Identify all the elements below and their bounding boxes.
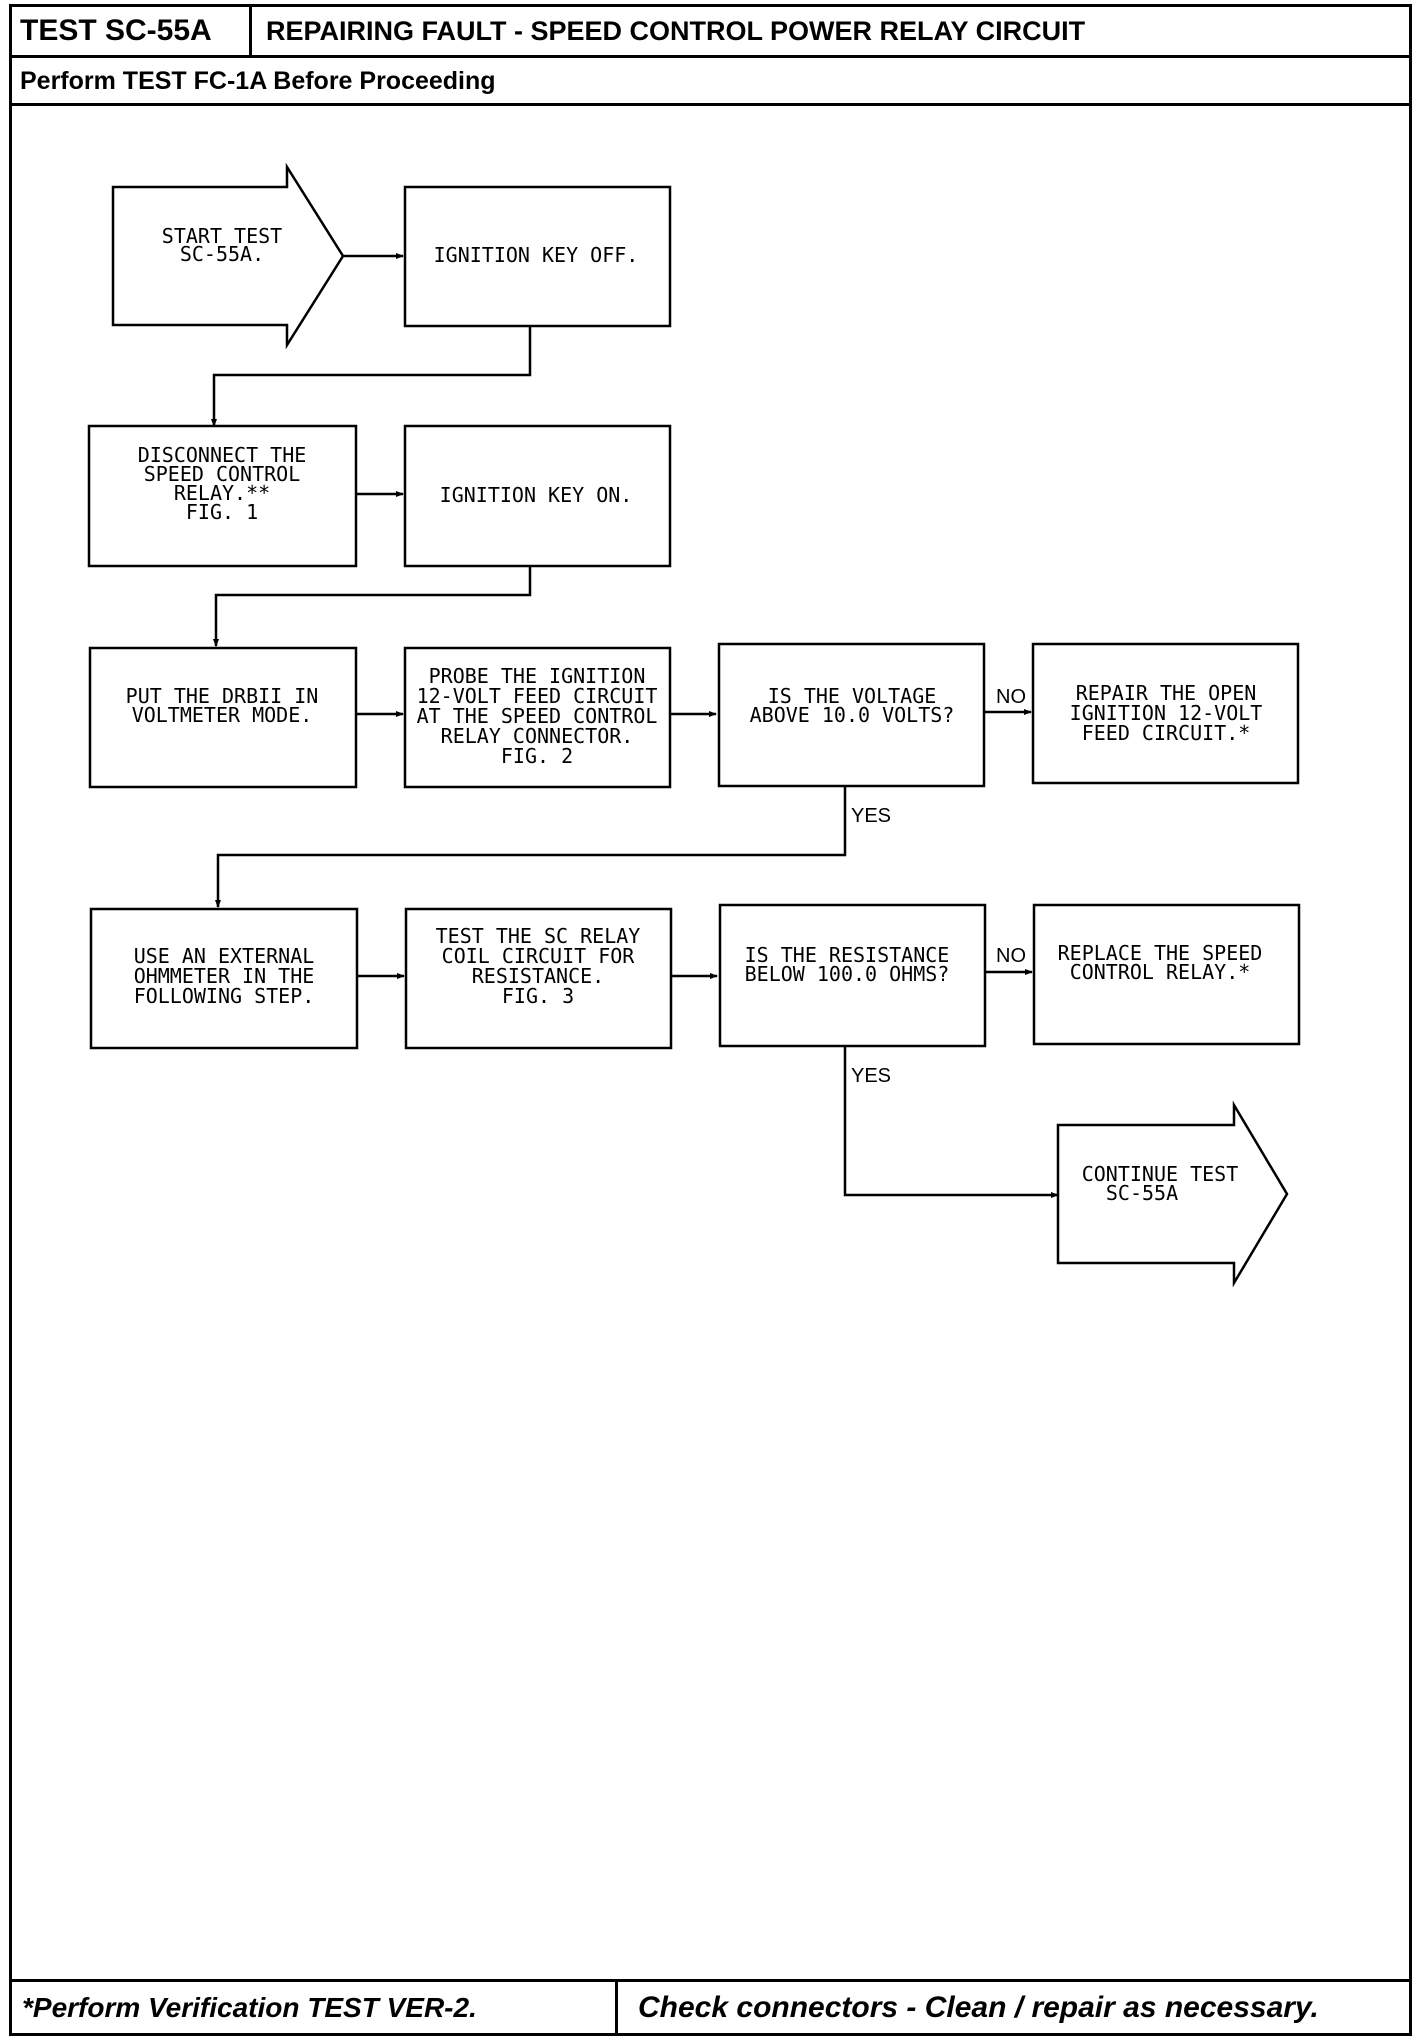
flowchart-text-line: START TEST bbox=[162, 224, 282, 248]
flowchart-text-line: BELOW 100.0 OHMS? bbox=[745, 962, 950, 986]
flowchart-text-line: SC-55A bbox=[1106, 1181, 1178, 1205]
flowchart-text-line: RESISTANCE. bbox=[472, 964, 604, 988]
flowchart-text-line: TEST THE SC RELAY bbox=[436, 924, 641, 948]
yes-label-voltage: YES bbox=[851, 805, 891, 827]
test-coil-box bbox=[404, 907, 673, 1050]
repair-feed-box bbox=[1031, 642, 1300, 785]
ign-on-text: IGNITION KEY ON. bbox=[440, 483, 633, 507]
flowchart-text-line: PROBE THE IGNITION bbox=[429, 664, 646, 688]
footer-verification-note: *Perform Verification TEST VER-2. bbox=[12, 1982, 618, 2033]
footer-connectors-note: Check connectors - Clean / repair as nec… bbox=[638, 1991, 1319, 2024]
voltage-question-box bbox=[717, 642, 986, 788]
test-page: TEST SC-55A REPAIRING FAULT - SPEED CONT… bbox=[9, 4, 1412, 2036]
flowchart-text-line: USE AN EXTERNAL bbox=[134, 944, 315, 968]
footer-bar: *Perform Verification TEST VER-2. Check … bbox=[12, 1979, 1409, 2033]
continue-test-arrow bbox=[1056, 1100, 1289, 1288]
test-id: TEST SC-55A bbox=[12, 7, 252, 55]
flowchart-text-line: SPEED CONTROL bbox=[144, 462, 301, 486]
flowchart-text-line: REPLACE THE SPEED bbox=[1058, 941, 1263, 965]
resistance-question-box bbox=[718, 903, 987, 1048]
flowchart-text-line: FIG. 2 bbox=[501, 744, 573, 768]
flowchart-text-line: DISCONNECT THE bbox=[138, 443, 307, 467]
flowchart-text-line: FOLLOWING STEP. bbox=[134, 984, 315, 1008]
probe-feed-box bbox=[403, 646, 672, 789]
flowchart-text-line: RELAY CONNECTOR. bbox=[441, 724, 634, 748]
flowchart-text-line: ABOVE 10.0 VOLTS? bbox=[750, 703, 955, 727]
page-title: REPAIRING FAULT - SPEED CONTROL POWER RE… bbox=[266, 16, 1086, 46]
flowchart-text-line: CONTINUE TEST bbox=[1082, 1162, 1239, 1186]
replace-relay-box bbox=[1032, 903, 1301, 1046]
no-label-resistance: NO bbox=[996, 945, 1026, 967]
flowchart-text-line: IGNITION 12-VOLT bbox=[1070, 701, 1263, 725]
header-bar: TEST SC-55A REPAIRING FAULT - SPEED CONT… bbox=[12, 7, 1409, 58]
flowchart-text-line: OHMMETER IN THE bbox=[134, 964, 315, 988]
connector-q-resistance-yes bbox=[843, 1046, 1059, 1198]
connector-ign-off-to-disconnect bbox=[211, 326, 532, 427]
yes-label-resistance: YES bbox=[851, 1065, 891, 1087]
flowchart-text-line: IS THE VOLTAGE bbox=[768, 684, 937, 708]
prerequisite-note: Perform TEST FC-1A Before Proceeding bbox=[12, 58, 1409, 106]
connector-ign-on-to-drbii bbox=[213, 566, 532, 647]
flowchart-text-line: VOLTMETER MODE. bbox=[132, 703, 313, 727]
ign-on-box bbox=[403, 424, 672, 568]
ign-off-text: IGNITION KEY OFF. bbox=[434, 243, 639, 267]
flowchart-text-line: RELAY.** bbox=[174, 481, 270, 505]
flowchart-text-line: FIG. 3 bbox=[502, 984, 574, 1008]
connector-q-voltage-yes bbox=[215, 786, 847, 908]
flowchart-text-line: CONTROL RELAY.* bbox=[1070, 960, 1251, 984]
flowchart-text-line: FEED CIRCUIT.* bbox=[1082, 721, 1251, 745]
start-test-arrow bbox=[111, 162, 345, 350]
flowchart-text-line: IGNITION KEY ON. bbox=[440, 483, 633, 507]
disconnect-relay-box bbox=[87, 424, 358, 568]
flowchart-text-line: AT THE SPEED CONTROL bbox=[417, 704, 658, 728]
drbii-voltmeter-box bbox=[88, 646, 358, 789]
flowchart-text-line: PUT THE DRBII IN bbox=[126, 684, 319, 708]
flowchart-text-line: COIL CIRCUIT FOR bbox=[442, 944, 636, 968]
ign-off-box bbox=[403, 185, 672, 328]
flowchart-text-line: REPAIR THE OPEN bbox=[1076, 681, 1257, 705]
no-label-voltage: NO bbox=[996, 686, 1026, 708]
flowchart-text-line: IS THE RESISTANCE bbox=[745, 943, 950, 967]
flowchart-text-line: 12-VOLT FEED CIRCUIT bbox=[417, 684, 658, 708]
ohmmeter-box bbox=[89, 907, 359, 1050]
flowchart-text-line: FIG. 1 bbox=[186, 500, 258, 524]
flowchart-text-line: IGNITION KEY OFF. bbox=[434, 243, 639, 267]
flowchart-text-line: SC-55A. bbox=[180, 242, 264, 266]
